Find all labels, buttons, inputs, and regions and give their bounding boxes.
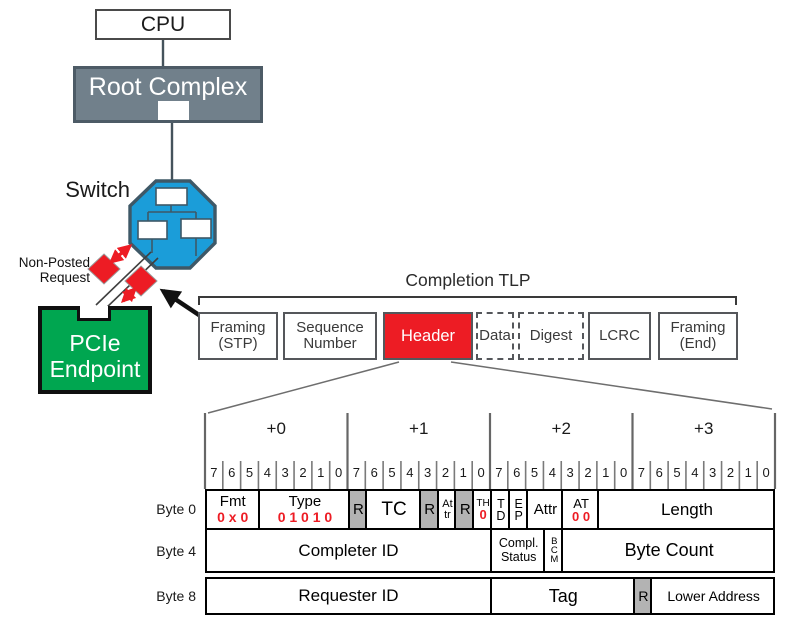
reserved-cell: R bbox=[454, 491, 475, 528]
non-posted-request-label: Non-Posted Request bbox=[18, 255, 90, 285]
tlp-field-sequence-number: Sequence Number bbox=[283, 312, 377, 360]
endpoint-label-line2: Endpoint bbox=[49, 356, 141, 382]
byte-offset-label-0: +0 bbox=[266, 419, 286, 438]
completion-tlp-title: Completion TLP bbox=[405, 270, 531, 290]
root-complex-box: Root Complex bbox=[73, 66, 263, 123]
tc-cell: TC bbox=[365, 491, 421, 528]
td-cell: T D bbox=[490, 491, 510, 528]
tlp-field-lcrc: LCRC bbox=[588, 312, 651, 360]
reserved-cell: R bbox=[418, 491, 439, 528]
root-complex-port bbox=[158, 101, 189, 120]
tag-cell: Tag bbox=[490, 579, 635, 613]
request-direction-arrow bbox=[108, 244, 133, 264]
tlp-field-framing-end: Framing (End) bbox=[658, 312, 738, 360]
ep-cell: E P bbox=[507, 491, 528, 528]
attr-cell: Attr bbox=[525, 491, 564, 528]
th-cell: TH 0 bbox=[472, 491, 492, 528]
requester-id-cell: Requester ID bbox=[298, 586, 399, 606]
compl-status-cell: Compl. Status bbox=[490, 530, 545, 571]
switch-internal-bus-lines bbox=[147, 205, 197, 256]
byte-row-label-4: Byte 4 bbox=[156, 543, 196, 559]
header-table-byte0-row: Fmt 0 x 0 Type 0 1 0 1 0 R TC R At tr R … bbox=[205, 489, 775, 530]
cpu-box: CPU bbox=[95, 9, 231, 40]
root-complex-label: Root Complex bbox=[88, 73, 248, 101]
switch-downstream-port-right bbox=[180, 218, 212, 239]
header-table-byte8-row: Requester ID Tag R Lower Address bbox=[205, 577, 775, 615]
reserved-cell: R bbox=[632, 579, 653, 613]
fmt-cell: Fmt 0 x 0 bbox=[217, 493, 249, 526]
lower-address-cell: Lower Address bbox=[650, 579, 775, 613]
byte-row-label-0: Byte 0 bbox=[156, 501, 196, 517]
tlp-field-framing-stp: Framing (STP) bbox=[198, 312, 278, 360]
completer-id-cell: Completer ID bbox=[298, 540, 399, 560]
byte-offset-label-1: +1 bbox=[409, 419, 429, 438]
switch-downstream-port-left bbox=[137, 220, 168, 240]
bcm-cell: B C M bbox=[543, 530, 563, 571]
cpu-label: CPU bbox=[140, 12, 186, 36]
header-expand-line-left bbox=[207, 361, 400, 414]
endpoint-port bbox=[77, 306, 111, 321]
byte-row-label-8: Byte 8 bbox=[156, 588, 196, 604]
pcie-endpoint-box: PCIe Endpoint bbox=[38, 306, 152, 394]
tlp-field-data: Data bbox=[476, 312, 514, 360]
byte-offset-label-3: +3 bbox=[694, 419, 714, 438]
reserved-cell: R bbox=[347, 491, 368, 528]
byte-offset-label-2: +2 bbox=[551, 419, 571, 438]
length-cell: Length bbox=[596, 491, 775, 528]
type-cell: Type 0 1 0 1 0 bbox=[258, 491, 349, 528]
switch-upstream-port bbox=[155, 187, 188, 206]
tlp-span-bracket bbox=[198, 296, 737, 305]
tlp-field-header: Header bbox=[383, 312, 473, 360]
at-cell: AT 0 0 bbox=[561, 491, 599, 528]
switch-label: Switch bbox=[65, 177, 130, 202]
tlp-field-digest: Digest bbox=[518, 312, 584, 360]
completion-packet-icon bbox=[124, 265, 158, 297]
header-table-byte4-row: Completer ID Compl. Status B C M Byte Co… bbox=[205, 528, 775, 573]
attr-bit2-cell: At tr bbox=[436, 491, 457, 528]
completion-direction-arrow bbox=[120, 286, 138, 304]
pcie-link-line-upper bbox=[95, 251, 152, 306]
header-expand-line-right bbox=[450, 361, 773, 410]
byte-count-cell: Byte Count bbox=[561, 530, 775, 571]
endpoint-label-line1: PCIe bbox=[69, 330, 121, 356]
